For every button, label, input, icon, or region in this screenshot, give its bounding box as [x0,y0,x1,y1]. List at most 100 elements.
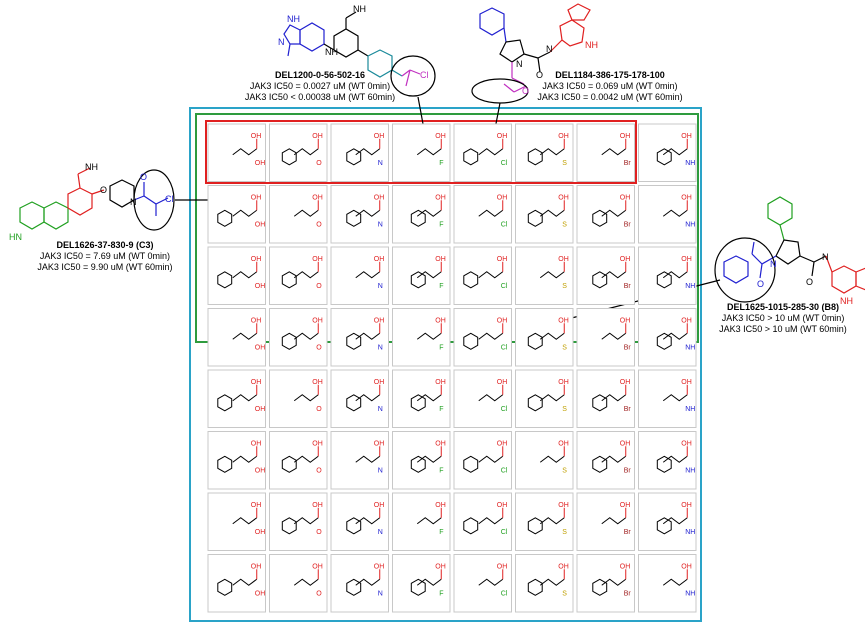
compound-label-del1625: DEL1625-1015-285-30 (B8) JAK3 IC50 > 10 … [702,302,864,335]
atom-label: OH [681,379,692,386]
atom-label: OH [681,563,692,570]
building-block-cell: OHS [515,308,574,367]
building-block-cell: OHN [330,308,389,367]
atom-label: OH [558,194,569,201]
atom-label: Br [624,467,632,474]
compound-ic50-60min: JAK3 IC50 > 10 uM (WT 60min) [719,324,847,334]
atom-label: OH [435,440,446,447]
atom-label: O [140,172,147,182]
atom-label: OH [497,563,508,570]
atom-label: Cl [501,160,508,167]
atom-label: OH [558,256,569,263]
atom-label: N [378,283,383,290]
atom-label: O [522,86,529,96]
atom-label: OH [312,563,323,570]
building-block-cell: OHO [269,554,328,613]
compound-del1200-structure [283,11,436,97]
compound-ic50-0min: JAK3 IC50 = 0.0027 uM (WT 0min) [249,81,391,91]
atom-label: OH [374,194,385,201]
building-block-cell: OHF [392,369,451,428]
atom-label: N [130,197,137,207]
atom-label: OH [255,406,266,413]
building-block-cell: OH Cl [453,554,512,613]
compound-label-del1184: DEL1184-386-175-178-100 JAK3 IC50 = 0.06… [520,70,700,103]
atom-label: N [378,160,383,167]
atom-label: N [278,37,285,47]
atom-label: OH [620,502,631,509]
atom-label: N [822,252,829,262]
building-block-cell: OHS [515,123,574,182]
atom-label: O [316,221,322,228]
atom-label: F [439,344,443,351]
atom-label: NH [685,590,695,597]
atom-label: F [439,406,443,413]
atom-label: OH [251,440,262,447]
atom-label: F [439,529,443,536]
building-block-cell: OHF [392,123,451,182]
atom-label: OH [620,256,631,263]
building-block-cell: OH NH [638,369,697,428]
atom-label: OH [558,379,569,386]
atom-label: S [562,590,567,597]
atom-label: OH [620,133,631,140]
atom-label: Br [624,160,632,167]
building-block-cell: OH S [515,554,574,613]
atom-label: OH [374,440,385,447]
compound-del1626-structure [19,167,175,231]
atom-label: OH [681,256,692,263]
atom-label: OH [620,440,631,447]
atom-label: NH [685,406,695,413]
atom-label: OH [558,563,569,570]
atom-label: O [316,467,322,474]
atom-label: N [516,59,523,69]
compound-name: DEL1626-37-830-9 (C3) [56,240,154,250]
atom-label: OH [435,317,446,324]
building-block-cell: OHF [392,246,451,305]
compound-label-del1200: DEL1200-0-56-502-16 JAK3 IC50 = 0.0027 u… [230,70,410,103]
building-block-cell: OHF [392,431,451,490]
atom-label: OH [374,133,385,140]
compound-ic50-0min: JAK3 IC50 = 0.069 uM (WT 0min) [542,81,678,91]
atom-label: Br [624,590,632,597]
building-block-cell: OHS [515,492,574,551]
atom-label: OH [312,317,323,324]
atom-label: OH [312,379,323,386]
atom-label: OH [620,563,631,570]
atom-label: Cl [501,529,508,536]
highlight-ellipse-3 [133,169,175,231]
building-block-cell: OHO [269,431,328,490]
building-block-cell: OH F [392,308,451,367]
atom-label: OH [312,256,323,263]
atom-label: S [562,283,567,290]
atom-label: NH [685,467,695,474]
building-block-cell: OHN [330,431,389,490]
atom-label: N [378,406,383,413]
atom-label: S [562,406,567,413]
compound-del1625-structure [714,196,865,303]
atom-label: OH [497,379,508,386]
atom-label: OH [435,256,446,263]
building-block-cell: OH OH [207,431,266,490]
atom-label: OH [620,317,631,324]
atom-label: O [316,160,322,167]
building-block-cell: OHF [392,492,451,551]
building-block-cell: OHO [269,492,328,551]
atom-label: OH [681,502,692,509]
atom-label: OH [497,256,508,263]
atom-label: OH [255,467,266,474]
atom-label: N [378,590,383,597]
atom-label: Cl [420,70,429,80]
atom-label: Cl [501,590,508,597]
building-block-cell: OH S [515,369,574,428]
atom-label: Cl [501,467,508,474]
building-block-cell: OHF [392,554,451,613]
